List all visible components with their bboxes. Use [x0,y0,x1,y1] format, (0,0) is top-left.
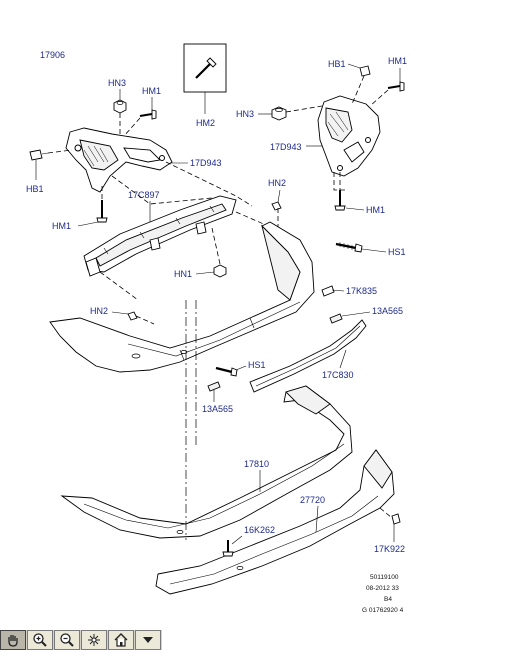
callout-17k835[interactable]: 17K835 [346,286,377,296]
home-button[interactable] [108,630,134,650]
callout-hm1-right-bottom[interactable]: HM1 [366,205,385,215]
screw-hs1-right[interactable] [335,242,363,253]
callout-hm2[interactable]: HM2 [196,118,215,128]
meta-line-1: 50119100 [370,574,399,581]
callout-hn3-right[interactable]: HN3 [236,109,254,119]
pan-hand-icon [5,632,21,648]
meta-line-2: 08-2012 33 [366,585,399,592]
nut-hn1[interactable] [213,264,227,278]
callout-13a565-left[interactable]: 13A565 [202,404,233,414]
pan-tool-button[interactable] [0,630,26,650]
zoom-in-button[interactable] [27,630,53,650]
fit-page-button[interactable] [81,630,107,650]
callout-17k922[interactable]: 17K922 [374,544,405,554]
nut-hn3-right[interactable] [271,106,287,121]
callout-17c830[interactable]: 17C830 [322,370,354,380]
callout-hn2-top[interactable]: HN2 [268,178,286,188]
callout-27720[interactable]: 27720 [300,495,325,505]
callout-hm1-top-right[interactable]: HM1 [388,56,407,66]
zoom-in-icon [32,632,48,648]
clip-17k922[interactable] [391,513,401,525]
callout-17810[interactable]: 17810 [244,459,269,469]
callout-hm1-left-top[interactable]: HM1 [142,86,161,96]
callout-hn1[interactable]: HN1 [174,269,192,279]
exploded-view: 17906 HM2 HN3 HM1 HB1 17 [26,43,407,614]
bracket-right-17d943[interactable] [317,95,381,177]
viewer-toolbar [0,630,162,650]
fastener-16k262[interactable] [222,540,234,557]
bracket-left-17d943[interactable] [65,127,173,193]
callout-hn2-left[interactable]: HN2 [90,306,108,316]
meta-line-3: B4 [384,596,392,603]
fit-page-icon [86,632,102,648]
callout-16k262[interactable]: 16K262 [244,525,275,535]
figure-id: 17906 [40,50,65,60]
home-icon [113,632,129,648]
bracket-17k835[interactable] [321,285,335,297]
callout-13a565-right[interactable]: 13A565 [372,306,403,316]
zoom-out-icon [59,632,75,648]
bolt-hm1-right-bottom[interactable] [334,190,346,211]
callout-hb1-top[interactable]: HB1 [328,59,346,69]
bolt-hm1-left-bottom[interactable] [96,200,108,223]
callout-17d943-left[interactable]: 17D943 [190,158,222,168]
callout-17c897[interactable]: 17C897 [128,190,160,200]
clip-hn2-top[interactable] [271,201,282,211]
lower-panel-27720[interactable] [155,449,395,595]
bumper-cover-upper[interactable] [49,221,315,373]
callout-hm1-left-bottom[interactable]: HM1 [52,221,71,231]
trim-strip-17c830[interactable] [249,319,367,393]
bolt-hm1-left-top[interactable] [139,109,157,120]
callout-hn3-left[interactable]: HN3 [108,78,126,88]
callout-hb1-left[interactable]: HB1 [26,184,44,194]
drawing-metadata: 50119100 08-2012 33 B4 G 01762920 4 [362,574,404,614]
reinforcement-beam-17c897[interactable] [83,195,237,277]
hm2-inset[interactable] [183,43,227,114]
meta-line-4: G 01762920 4 [362,607,404,614]
clip-hb1-left[interactable] [29,149,49,161]
clip-hb1-right[interactable] [359,65,371,77]
bolt-hm1-right-top[interactable] [387,81,405,92]
screw-hs1-center[interactable] [215,366,238,377]
callout-17d943-right[interactable]: 17D943 [270,142,302,152]
reflector-13a565-left[interactable] [207,381,221,392]
reflector-13a565-right[interactable] [329,313,343,324]
parts-diagram: 17906 HM2 HN3 HM1 HB1 17 [26,43,407,614]
screw-icon [195,57,217,79]
callout-hs1-center[interactable]: HS1 [248,360,266,370]
more-options-button[interactable] [135,630,161,650]
clip-hn2-left[interactable] [127,311,138,321]
dropdown-arrow-icon [140,632,156,648]
callout-hs1-right[interactable]: HS1 [388,247,406,257]
bumper-lower-17810[interactable] [60,385,353,539]
zoom-out-button[interactable] [54,630,80,650]
nut-hn3-left[interactable] [113,99,127,114]
